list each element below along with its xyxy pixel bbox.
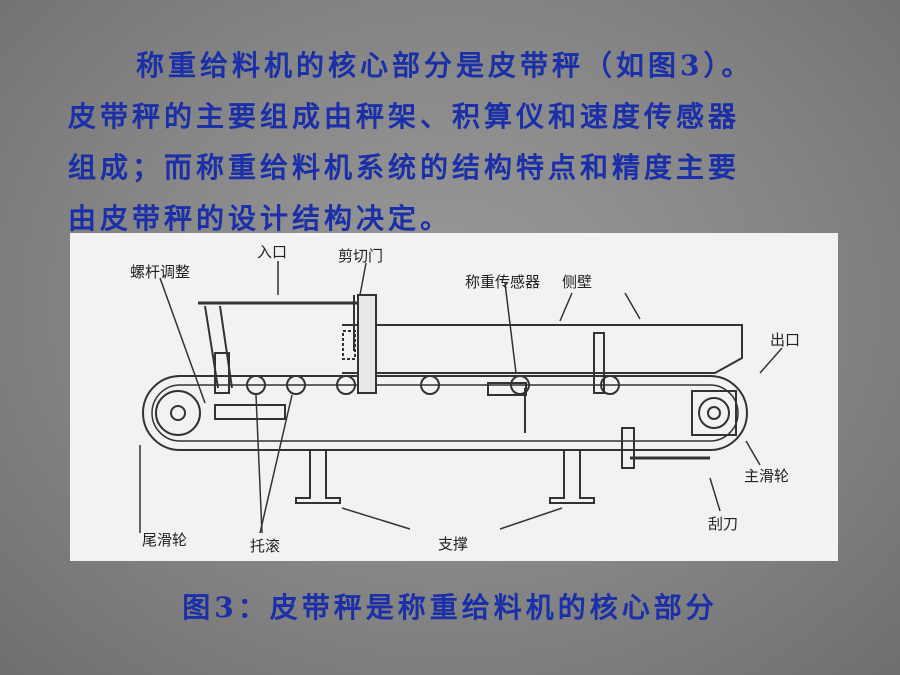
scraper-arm — [621, 427, 635, 469]
label-main-pulley: 主滑轮 — [744, 467, 790, 485]
frame-post — [214, 352, 230, 394]
idler-roller — [336, 375, 356, 395]
label-support: 支撑 — [438, 535, 469, 553]
slide-paragraph: 称重给料机的核心部分是皮带秤（如图3）。 皮带秤的主要组成由秤架、积算仪和速度传… — [68, 40, 838, 244]
shear-gate-plate — [357, 294, 377, 394]
paragraph-line-3: 组成；而称重给料机系统的结构特点和精度主要 — [68, 151, 741, 184]
conveyor-belt-inner — [151, 384, 739, 442]
support-leg — [295, 450, 341, 504]
side-wall-shape — [342, 324, 743, 374]
idler-roller — [286, 375, 306, 395]
shear-gate-slot — [342, 330, 356, 360]
label-side-wall: 侧壁 — [562, 273, 593, 291]
conveyor-belt — [142, 375, 748, 451]
frame-post — [593, 332, 605, 394]
tail-pulley-shape — [155, 390, 201, 436]
leader-lines — [139, 261, 783, 534]
belt-scale-drawing — [139, 261, 783, 534]
screw-adjust-bar — [214, 404, 286, 420]
label-inlet: 入口 — [257, 243, 288, 261]
label-screw-adjust: 螺杆调整 — [130, 263, 191, 281]
main-pulley-housing — [691, 390, 737, 436]
support-leg — [549, 450, 595, 504]
idler-roller — [600, 375, 620, 395]
idler-roller — [246, 375, 266, 395]
belt-scale-diagram: 螺杆调整 入口 剪切门 称重传感器 侧壁 出口 主滑轮 刮刀 支撑 托滚 尾滑轮 — [70, 233, 838, 561]
label-scraper: 刮刀 — [708, 515, 739, 533]
label-shear-gate: 剪切门 — [338, 247, 384, 265]
idler-roller — [420, 375, 440, 395]
label-idler: 托滚 — [250, 537, 281, 555]
paragraph-line-1: 称重给料机的核心部分是皮带秤（如图3）。 — [136, 49, 754, 82]
label-load-sensor: 称重传感器 — [465, 273, 541, 291]
figure-caption: 图3：皮带秤是称重给料机的核心部分 — [182, 591, 718, 624]
main-pulley-hub — [707, 406, 721, 420]
main-pulley-shape — [698, 397, 730, 429]
tail-pulley-hub — [170, 405, 186, 421]
paragraph-line-2: 皮带秤的主要组成由秤架、积算仪和速度传感器 — [68, 100, 741, 133]
label-outlet: 出口 — [770, 331, 801, 349]
paragraph-line-4: 由皮带秤的设计结构决定。 — [68, 202, 453, 235]
label-tail-pulley: 尾滑轮 — [142, 531, 188, 549]
